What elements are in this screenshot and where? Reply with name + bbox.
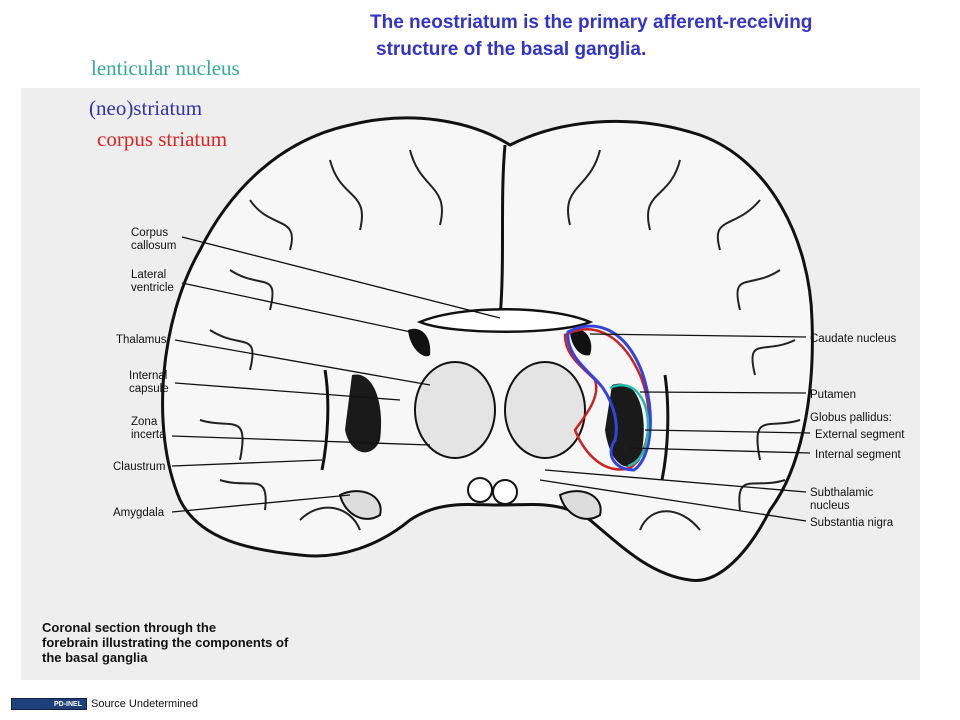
license-badge[interactable]: PD-INEL: [11, 698, 87, 710]
label-thalamus: Thalamus: [116, 334, 167, 346]
label-caudate-nucleus: Caudate nucleus: [810, 333, 897, 345]
label-substantia-nigra-line-1: Substantia nigra: [810, 517, 894, 529]
term-lenticular-nucleus: lenticular nucleus: [91, 56, 240, 80]
label-internal-segment-line-1: Internal segment: [815, 449, 901, 461]
left-thalamus-shape: [414, 361, 496, 459]
term-neostriatum: (neo)striatum: [89, 96, 203, 120]
right-leader-lines: [539, 333, 811, 522]
license-badge-label: PD-INEL: [54, 700, 82, 708]
label-globus-pallidus-line-1: Globus pallidus:: [810, 412, 892, 424]
left-labels: Corpus callosum Lateral ventricle Thalam…: [113, 227, 176, 519]
label-amygdala-line-1: Amygdala: [113, 507, 165, 519]
longitudinal-fissure: [498, 144, 507, 319]
label-claustrum-line-1: Claustrum: [113, 461, 165, 473]
striatum-outlines: [563, 324, 652, 472]
headline-line-2: structure of the basal ganglia.: [376, 39, 647, 60]
left-amygdala-shape: [338, 490, 382, 520]
label-zona-incerta-line-2: incerta: [131, 429, 166, 441]
mammillary-right: [492, 479, 518, 505]
label-internal-capsule-line-2: capsule: [129, 383, 169, 395]
label-internal-capsule: Internal capsule: [129, 370, 171, 395]
label-zona-incerta: Zona incerta: [131, 416, 166, 441]
lateral-ventricle-leader: [181, 282, 421, 335]
label-corpus-callosum: Corpus callosum: [131, 227, 176, 252]
source-text: Source Undetermined: [91, 698, 199, 710]
amygdala-leader: [171, 494, 351, 513]
label-putamen-line-1: Putamen: [810, 389, 856, 401]
left-gyri: [199, 149, 443, 531]
left-lenticular-shape: [345, 374, 382, 453]
headline: The neostriatum is the primary afferent-…: [370, 9, 950, 63]
label-internal-capsule-line-1: Internal: [129, 370, 167, 382]
right-lenticular-shape: [605, 383, 644, 467]
label-corpus-callosum-line-2: callosum: [131, 240, 176, 252]
right-claustrum-shape: [660, 374, 670, 481]
label-subthalamic-nucleus-line-2: nucleus: [810, 500, 850, 512]
label-internal-segment: Internal segment: [815, 449, 901, 461]
caption-line-3: the basal ganglia: [42, 650, 148, 665]
lenticular-nucleus-outline: [609, 383, 650, 468]
thalamus-leader: [174, 339, 431, 386]
label-caudate-nucleus-line-1: Caudate nucleus: [810, 333, 897, 345]
right-thalamus-shape: [504, 361, 586, 459]
label-thalamus-line-1: Thalamus: [116, 334, 167, 346]
label-amygdala: Amygdala: [113, 507, 165, 519]
mammillary-left: [467, 477, 493, 503]
internal-segment-leader: [629, 447, 811, 454]
label-globus-pallidus: Globus pallidus:: [810, 412, 892, 424]
figure-caption: Coronal section through the forebrain il…: [42, 620, 342, 665]
external-segment-leader: [644, 429, 811, 434]
claustrum-leader: [171, 459, 323, 467]
zona-incerta-leader: [171, 435, 431, 446]
label-zona-incerta-line-1: Zona: [131, 416, 158, 428]
subthalamic-leader: [544, 469, 807, 493]
label-putamen: Putamen: [810, 389, 856, 401]
brain-drawing: [161, 116, 814, 582]
internal-capsule-leader: [174, 382, 401, 401]
putamen-leader: [639, 391, 807, 394]
right-labels: Caudate nucleus Putamen Globus pallidus:…: [810, 333, 905, 529]
neostriatum-outline: [566, 324, 652, 472]
right-gyri: [567, 149, 801, 531]
caudate-leader: [589, 333, 807, 338]
label-lateral-ventricle-line-1: Lateral: [131, 269, 166, 281]
label-subthalamic-nucleus-line-1: Subthalamic: [810, 487, 874, 499]
term-corpus-striatum: corpus striatum: [97, 127, 228, 151]
headline-line-1: The neostriatum is the primary afferent-…: [370, 12, 813, 33]
label-external-segment: External segment: [815, 429, 905, 441]
label-claustrum: Claustrum: [113, 461, 165, 473]
left-claustrum-shape: [320, 369, 330, 471]
corpus-callosum-leader: [181, 236, 501, 319]
license-footer: PD-INEL Source Undetermined: [11, 697, 198, 711]
label-lateral-ventricle-line-2: ventricle: [131, 282, 174, 294]
corpus-callosum-shape: [416, 308, 594, 333]
left-ventricle-shape: [408, 328, 431, 357]
label-corpus-callosum-line-1: Corpus: [131, 227, 168, 239]
label-subthalamic-nucleus: Subthalamic nucleus: [810, 487, 877, 512]
label-external-segment-line-1: External segment: [815, 429, 905, 441]
left-leader-lines: [171, 236, 501, 513]
caption-line-1: Coronal section through the: [42, 620, 217, 635]
right-ventricle-shape: [570, 329, 592, 356]
substantia-nigra-leader: [539, 479, 807, 522]
label-lateral-ventricle: Lateral ventricle: [131, 269, 174, 294]
label-substantia-nigra: Substantia nigra: [810, 517, 894, 529]
caption-line-2: forebrain illustrating the components of: [42, 635, 289, 650]
right-amygdala-shape: [558, 490, 602, 520]
brain-outline: [161, 116, 814, 582]
